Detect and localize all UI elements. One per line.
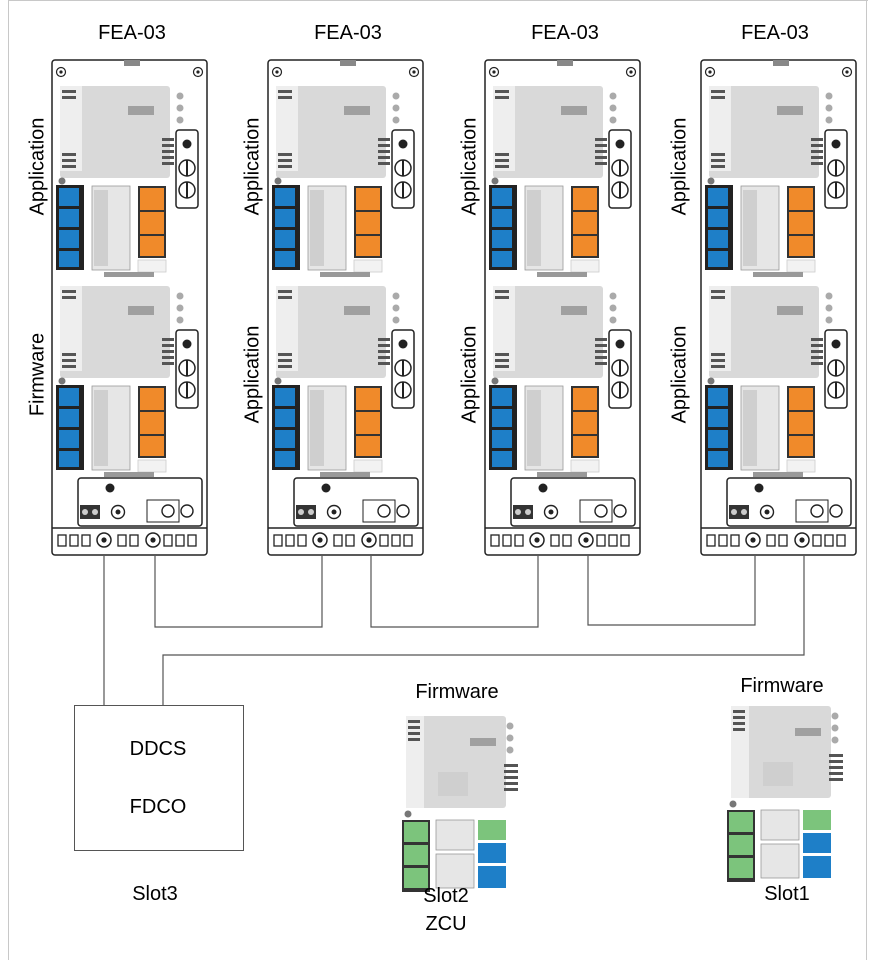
fio01-upper-module-2 [270, 78, 420, 278]
slot2-label: Slot2 [386, 885, 506, 908]
zcu-label: ZCU [386, 913, 506, 936]
fio01-lower-module-2 [270, 278, 420, 478]
fio01-lower-module-3 [487, 278, 637, 478]
fio01-upper-module-4 [703, 78, 853, 278]
fio01-lower-module-1 [54, 278, 204, 478]
fio01-upper-module-1 [54, 78, 204, 278]
slot1-role-label: Firmware [722, 675, 842, 698]
wire-adapter2-to-adapter3 [371, 556, 538, 627]
slot1-label: Slot1 [727, 883, 847, 906]
wire-adapter1-to-adapter2 [155, 556, 322, 627]
fio11-module-slot2 [400, 710, 525, 900]
fea03-adapter-1 [52, 60, 207, 555]
fea03-adapter-2 [268, 60, 423, 555]
slot2-role-label: Firmware [397, 681, 517, 704]
fea03-adapter-4 [701, 60, 856, 555]
fio01-upper-module-3 [487, 78, 637, 278]
fea03-adapter-3 [485, 60, 640, 555]
ddcs-label: DDCS [98, 738, 218, 761]
slot3-label: Slot3 [95, 883, 215, 906]
fdco-label: FDCO [98, 796, 218, 819]
wire-adapter3-to-adapter4 [588, 556, 755, 625]
ddcs-fdco-box [74, 705, 244, 851]
fio11-module-slot1 [725, 700, 850, 890]
fio01-lower-module-4 [703, 278, 853, 478]
